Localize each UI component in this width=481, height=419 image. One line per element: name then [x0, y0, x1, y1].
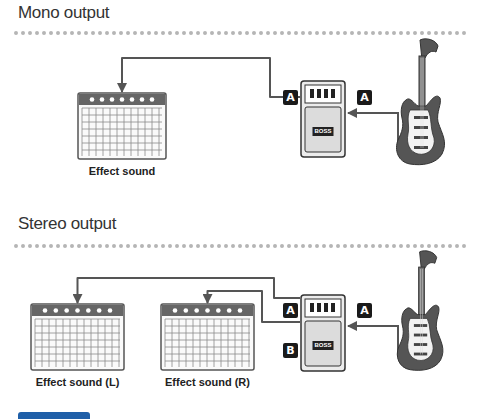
jack-label: A	[283, 303, 298, 318]
amp-grille	[82, 122, 162, 123]
amp-caption: Effect sound (L)	[36, 376, 120, 388]
amp-knob	[110, 97, 115, 102]
amp-panel	[32, 305, 123, 316]
amp-knob	[97, 308, 102, 313]
amp-knob	[184, 308, 189, 313]
amp-panel	[79, 94, 165, 105]
amp-grille	[165, 333, 250, 334]
amp-knob	[90, 97, 95, 102]
amp-knob	[140, 97, 145, 102]
amp-grille	[82, 108, 162, 109]
section-heading: Mono output	[18, 3, 109, 23]
pedal-panel	[305, 299, 341, 317]
amp-grille	[165, 347, 250, 348]
amp-knob	[227, 308, 232, 313]
pedal-knob	[317, 89, 321, 98]
pedal-panel	[305, 85, 341, 103]
brand-logo: BOSS	[312, 127, 333, 136]
amp-grille	[82, 115, 162, 116]
amp-knob	[205, 308, 210, 313]
pedal-illustration	[300, 80, 346, 158]
amp-illustration	[160, 303, 255, 371]
amp-knob	[150, 97, 155, 102]
amp-knob	[86, 308, 91, 313]
amp-knob	[173, 308, 178, 313]
pedal-knob	[324, 303, 328, 312]
jack-label: A	[357, 303, 372, 318]
signal-cable	[122, 58, 300, 97]
amp-grille	[82, 136, 162, 137]
amp-caption: Effect sound (R)	[165, 376, 250, 388]
amp-cabinet	[31, 304, 124, 370]
amp-grille	[35, 319, 120, 320]
amp-knob	[54, 308, 59, 313]
pedal-body	[301, 295, 345, 371]
amp-grille	[35, 333, 120, 334]
amp-knob	[120, 97, 125, 102]
amplifier-box: Effect sound	[77, 92, 167, 160]
amp-knob	[194, 308, 199, 313]
amp-grille	[165, 340, 250, 341]
amp-grille	[165, 361, 250, 362]
amp-grille	[35, 361, 120, 362]
pedal-treadle	[305, 321, 341, 366]
amp-knob	[43, 308, 48, 313]
jack-label: A	[283, 90, 298, 105]
amplifier-box: Effect sound (L)	[30, 303, 125, 371]
amp-grille	[35, 326, 120, 327]
amp-grille	[165, 354, 250, 355]
pedal-body	[301, 81, 345, 157]
amp-knob	[130, 97, 135, 102]
amp-knob	[100, 97, 105, 102]
pedal-treadle	[305, 107, 341, 152]
amp-knob	[75, 308, 80, 313]
pedal-knob	[331, 89, 335, 98]
amp-grille	[35, 340, 120, 341]
amp-knob	[216, 308, 221, 313]
effect-pedal: BOSS	[300, 80, 346, 158]
guitar-illustration	[397, 251, 443, 371]
amp-cabinet	[78, 93, 166, 159]
amp-cabinet	[161, 304, 254, 370]
guitar-illustration	[397, 39, 445, 165]
amp-grille	[165, 326, 250, 327]
jack-label: A	[357, 90, 372, 105]
brand-logo: BOSS	[312, 341, 333, 350]
section-heading: Stereo output	[18, 214, 116, 234]
amp-panel	[162, 305, 253, 316]
amp-caption: Effect sound	[89, 165, 156, 177]
amp-knob	[64, 308, 69, 313]
amp-grille	[82, 150, 162, 151]
section-tab	[18, 412, 90, 419]
pedal-knob	[324, 89, 328, 98]
amp-illustration	[30, 303, 125, 371]
amp-illustration	[77, 92, 167, 160]
amplifier-box: Effect sound (R)	[160, 303, 255, 371]
amp-knob	[238, 308, 243, 313]
pedal-knob	[317, 303, 321, 312]
pedal-knob	[310, 89, 314, 98]
amp-grille	[165, 319, 250, 320]
dotted-rule	[16, 31, 470, 35]
amp-grille	[35, 347, 120, 348]
effect-pedal: BOSS	[300, 294, 346, 372]
amp-grille	[82, 129, 162, 130]
jack-label: B	[283, 343, 298, 358]
amp-knob	[108, 308, 113, 313]
dotted-rule	[16, 244, 470, 248]
pedal-illustration	[300, 294, 346, 372]
pedal-knob	[310, 303, 314, 312]
pedal-knob	[331, 303, 335, 312]
amp-grille	[35, 354, 120, 355]
signal-cable	[78, 278, 301, 303]
amp-grille	[82, 143, 162, 144]
